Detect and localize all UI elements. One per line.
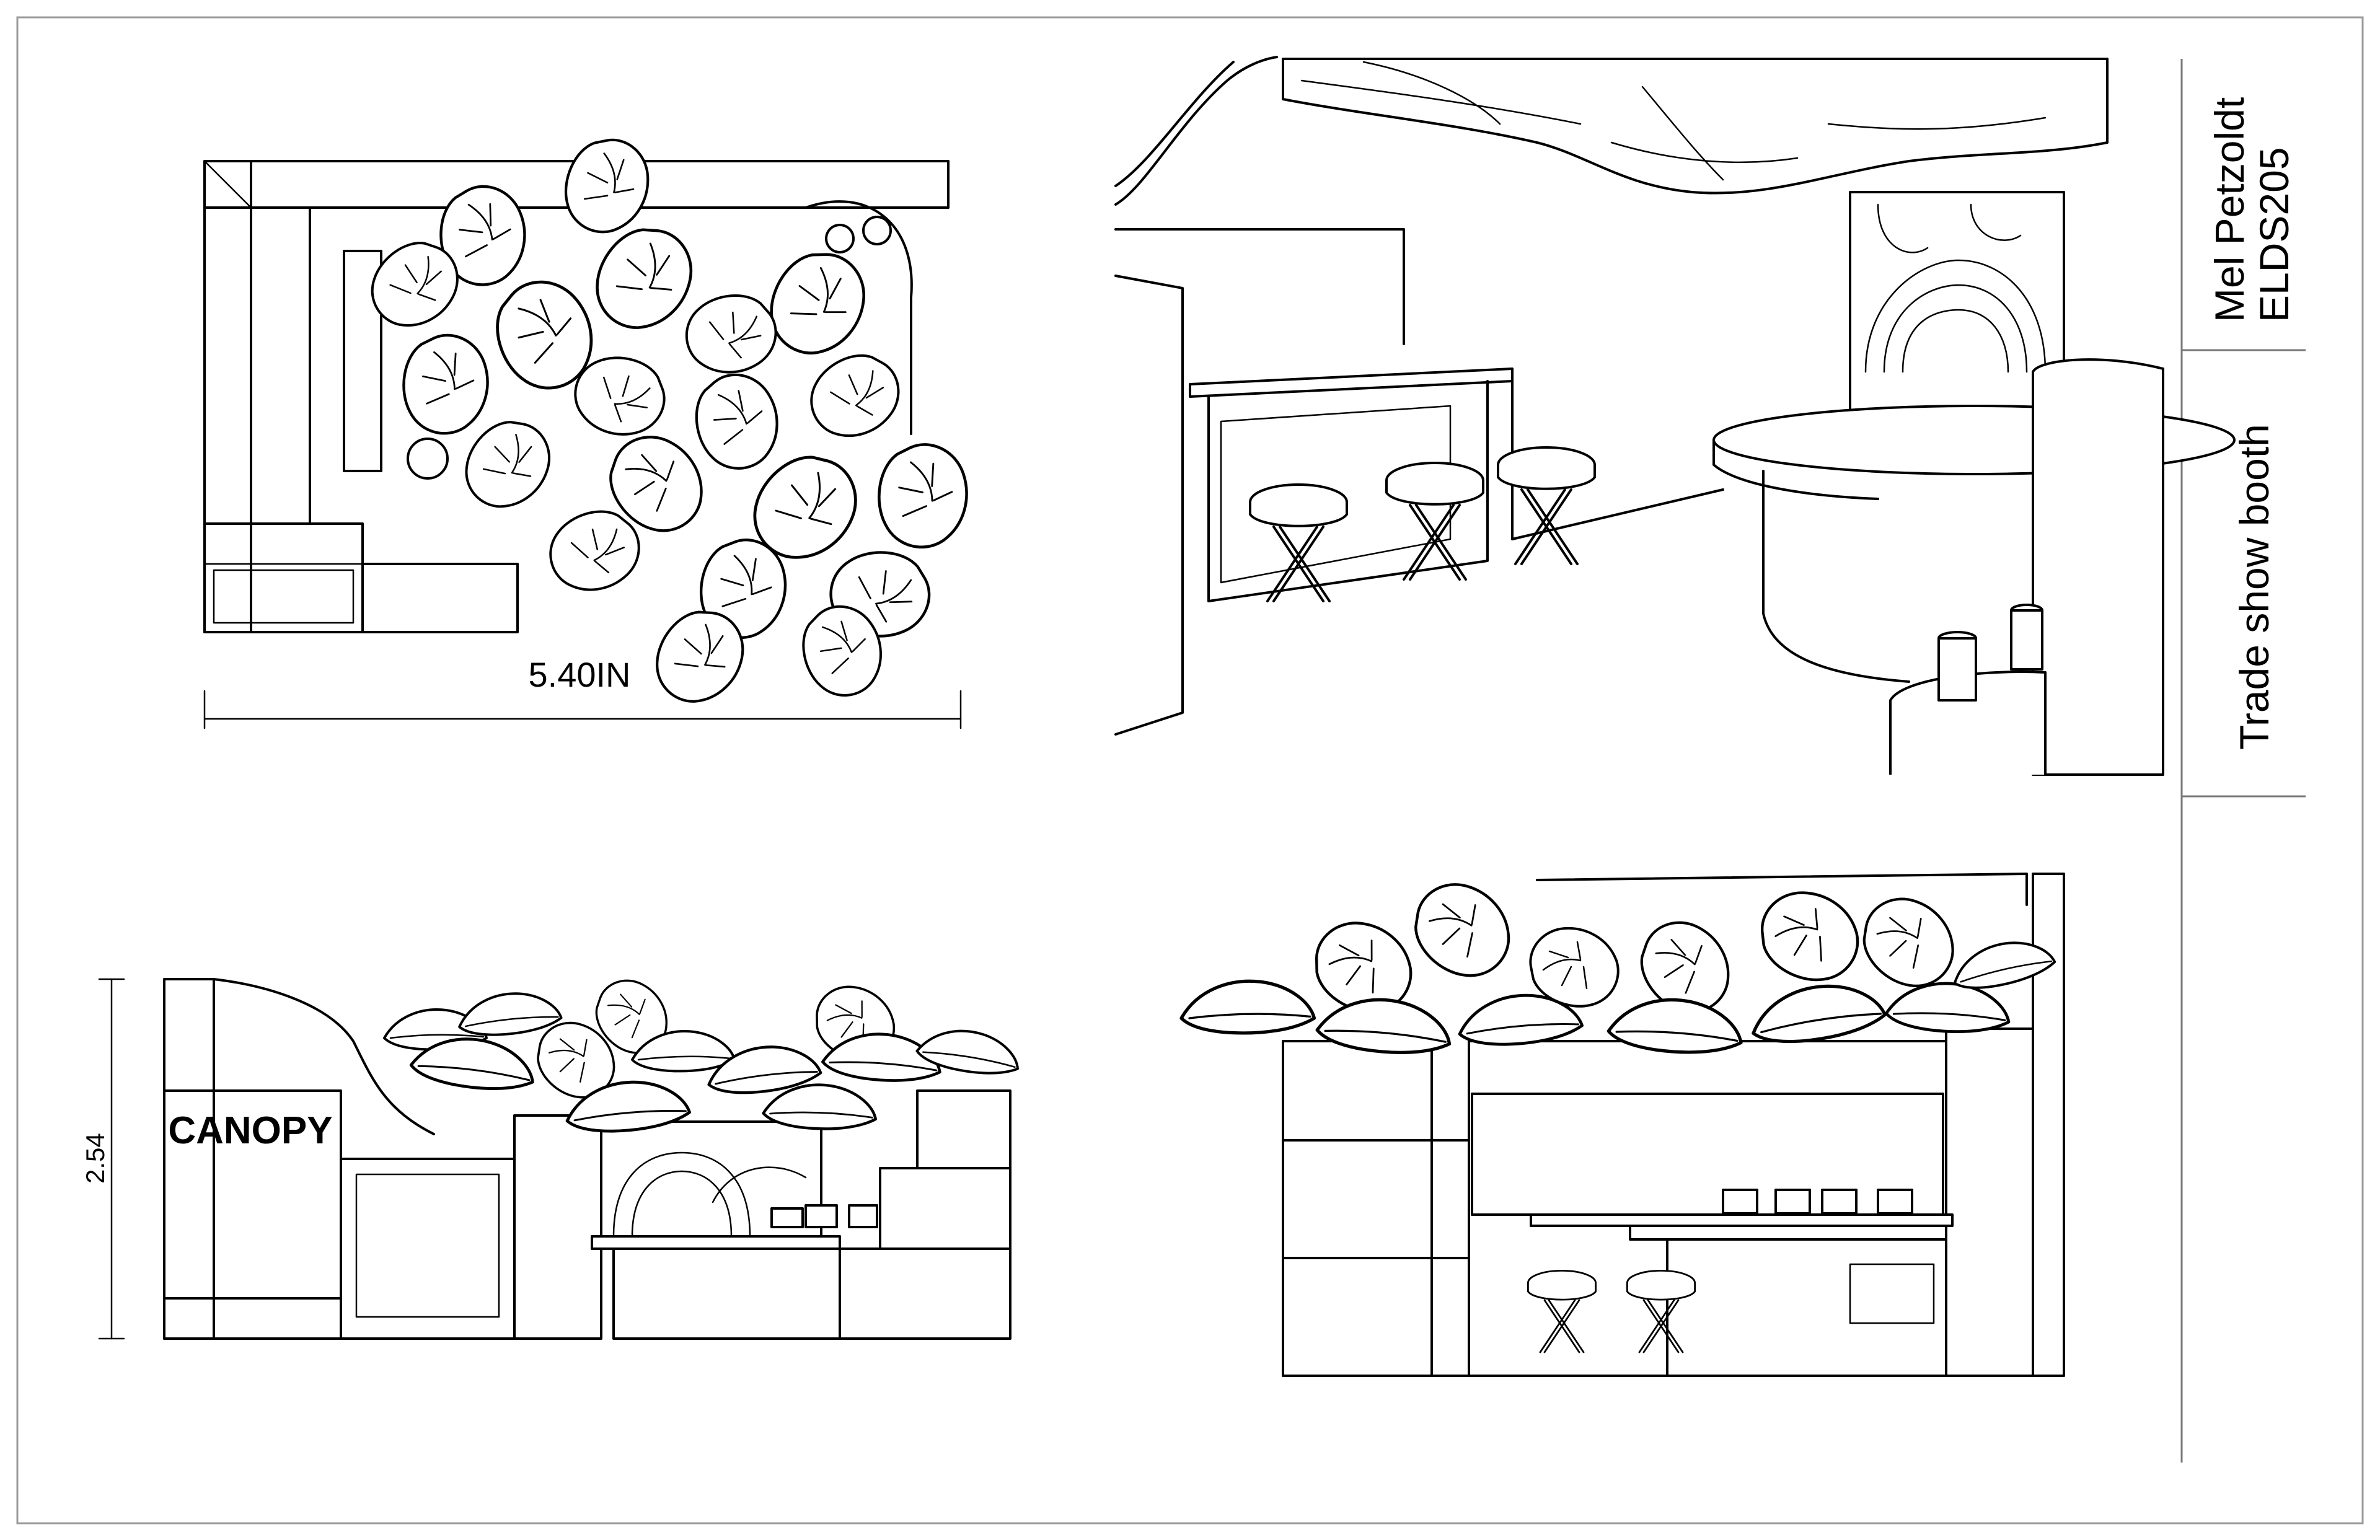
sheet-border [16,16,2364,1525]
front-elevation: CANOPY 2.54 [81,968,1024,1340]
canopy-sign: CANOPY [168,1109,332,1152]
side-elevation [1181,873,2065,1377]
project-title: Trade show booth [2231,424,2277,750]
elevation-height-dimension: 2.54 [81,1133,110,1184]
plan-width-dimension: 5.40IN [529,655,631,694]
perspective-view [1114,56,2236,776]
designer-name: Mel Petzoldt [2206,97,2252,322]
plan-view: 5.40IN [203,140,979,729]
title-block: Mel Petzoldt ELDS205 Trade show booth [2180,59,2306,1463]
course-code: ELDS205 [2251,147,2297,322]
